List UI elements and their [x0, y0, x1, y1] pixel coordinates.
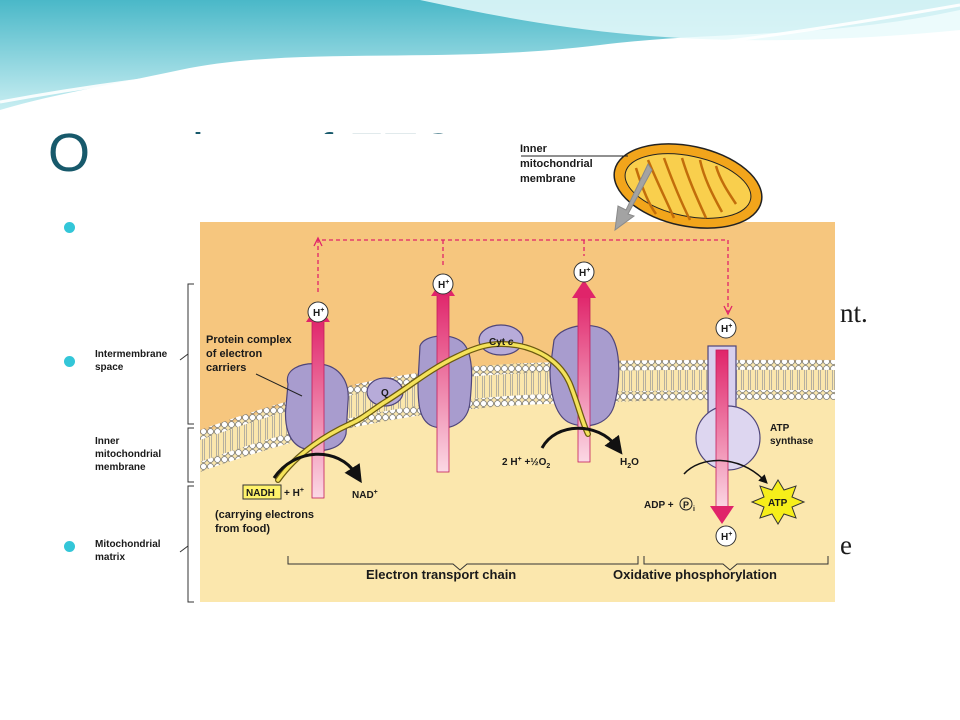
proton-badge: H+	[715, 525, 737, 547]
header-wave-line	[0, 3, 960, 104]
svg-text:H+: H+	[313, 307, 324, 319]
proton-badge: H+	[715, 317, 737, 339]
phosphate-label: P	[683, 500, 689, 510]
bullet-text-fragment: nt.	[840, 298, 868, 328]
bullet-dot	[64, 356, 75, 367]
bracket-matrix	[187, 485, 194, 603]
nadh-plus-label: + H+	[284, 487, 304, 499]
mitochondrion-icon	[613, 143, 763, 229]
phosphate-subscript: i	[693, 506, 695, 513]
protein-complex-label: Protein complex of electron carriers	[206, 334, 295, 374]
proton-arrow-down	[710, 349, 734, 524]
carrying-electrons-label: (carrying electrons from food)	[215, 509, 317, 535]
svg-text:H+: H+	[579, 267, 590, 279]
nad-label: NAD+	[352, 489, 378, 501]
atp-star-icon	[750, 479, 806, 525]
oxygen-reaction-arrow	[540, 426, 623, 455]
proton-badge: H+	[573, 261, 595, 283]
bullet-text-fragment: e	[840, 530, 852, 560]
q-label: Q	[381, 388, 389, 399]
etc-section-label: Electron transport chain	[366, 567, 516, 582]
proton-badge: H+	[307, 301, 329, 323]
svg-text:H+: H+	[438, 279, 449, 291]
oxygen-label: 2 H+ +½O2	[502, 456, 550, 470]
svg-text:H+: H+	[721, 323, 732, 335]
region-label-intermembrane: Intermembrane space	[95, 349, 170, 373]
callout-label: Inner mitochondrial membrane	[520, 143, 596, 185]
etc-diagram: Inner mitochondrial membrane	[95, 143, 835, 603]
oxphos-brace	[643, 556, 829, 571]
diagram-panel: Inner mitochondrial membrane	[88, 134, 840, 606]
phosphate-icon	[679, 497, 693, 511]
nadh-reaction-arrow	[272, 452, 362, 484]
region-label-inner-membrane: Inner mitochondrial membrane	[95, 436, 164, 473]
bullet-dot	[64, 541, 75, 552]
proton-badge: H+	[432, 273, 454, 295]
svg-text:H+: H+	[721, 531, 732, 543]
nadh-box	[242, 484, 282, 500]
bracket-intermembrane	[187, 283, 194, 425]
nadh-label: NADH	[246, 488, 275, 499]
water-label: H2O	[620, 457, 639, 470]
atp-synthase-label: ATP synthase	[770, 423, 814, 447]
region-label-matrix: Mitochondrial matrix	[95, 539, 163, 563]
header-wave-light	[420, 0, 960, 41]
cytc-label: Cyt c	[489, 337, 514, 348]
atp-label: ATP	[768, 498, 788, 509]
atp-reaction-arrow	[683, 459, 768, 484]
bullet-dot	[64, 222, 75, 233]
callout-arrow-icon	[614, 162, 653, 232]
proton-return-path	[317, 239, 729, 312]
adp-label: ADP +	[644, 500, 674, 511]
etc-brace	[287, 556, 639, 571]
oxphos-section-label: Oxidative phosphorylation	[613, 567, 777, 582]
bracket-inner-membrane	[187, 427, 194, 483]
intermembrane-region	[200, 222, 835, 434]
